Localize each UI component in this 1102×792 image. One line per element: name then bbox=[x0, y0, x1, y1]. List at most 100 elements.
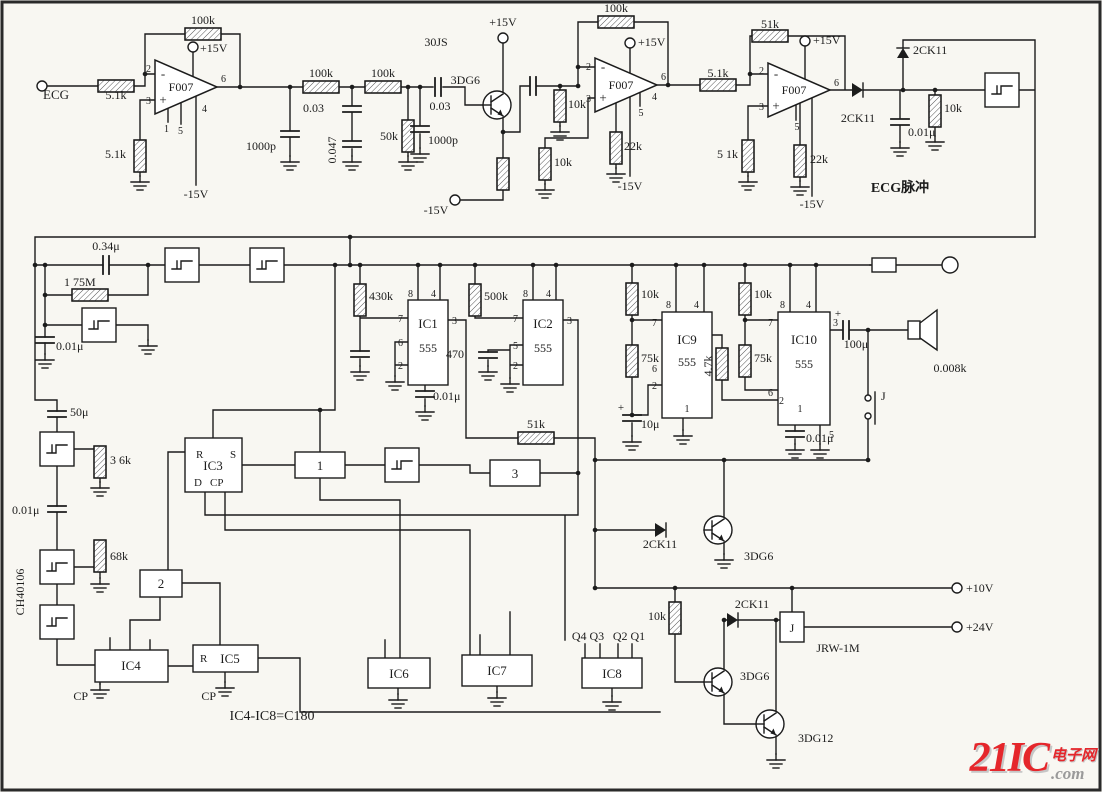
schematic-label: 22k bbox=[624, 139, 642, 153]
schematic-label: +15V bbox=[813, 33, 841, 47]
schematic-label: 2 bbox=[652, 381, 657, 392]
schematic-label: 555 bbox=[419, 341, 437, 355]
schematic-body: ECG5.1k100k+15V236F007-+1545.1k-15V100k1… bbox=[12, 1, 1036, 769]
resistor-10k-base bbox=[668, 601, 682, 635]
schematic-label: 2 bbox=[779, 396, 784, 407]
schematic-label: 7 bbox=[652, 318, 657, 329]
schematic-label: 51k bbox=[527, 417, 545, 431]
schematic-label: IC8 bbox=[602, 666, 622, 681]
capacitor-1000p-a bbox=[280, 130, 300, 138]
speaker bbox=[907, 308, 938, 352]
resistor-100k-feedback1 bbox=[184, 27, 222, 41]
schematic-label: 0.01μ bbox=[56, 339, 83, 353]
ic3-flipflop bbox=[184, 437, 243, 493]
capacitor-ic1-input bbox=[350, 350, 370, 358]
schematic-label: 7 bbox=[398, 314, 403, 325]
schematic-label: 75k bbox=[641, 351, 659, 365]
resistor-68k bbox=[93, 539, 107, 573]
schematic-label: 3 bbox=[512, 466, 519, 481]
schematic-label: 100μ bbox=[844, 337, 868, 351]
schematic-label: 1 75M bbox=[64, 275, 96, 289]
schematic-label: 2 bbox=[586, 62, 591, 73]
schematic-label: IC5 bbox=[220, 651, 240, 666]
schematic-label: +15V bbox=[638, 35, 666, 49]
capacitor-50u bbox=[47, 410, 67, 418]
schematic-label: 1 bbox=[317, 458, 324, 473]
schematic-label: 3DG6 bbox=[744, 549, 773, 563]
schematic-label: IC1 bbox=[418, 316, 438, 331]
schematic-label: 1000p bbox=[428, 133, 458, 147]
resistor-3.6k bbox=[93, 445, 107, 479]
schematic-label: 100k bbox=[309, 66, 333, 80]
schematic-label: 5 1k bbox=[717, 147, 738, 161]
schematic-label: R bbox=[196, 449, 204, 461]
schematic-label: 6 bbox=[834, 78, 839, 89]
schematic-label: 100k bbox=[191, 13, 215, 27]
ground bbox=[385, 375, 405, 391]
resistor-100k-filter1 bbox=[302, 80, 340, 94]
schematic-label: 51k bbox=[761, 17, 779, 31]
schematic-label: + bbox=[618, 402, 624, 414]
schematic-label: 10k bbox=[554, 155, 572, 169]
schematic-label: IC4 bbox=[121, 658, 141, 673]
schematic-label: IC7 bbox=[487, 663, 507, 678]
resistor-10k-ic10 bbox=[738, 282, 752, 316]
resistor-22k-b bbox=[793, 144, 807, 178]
schematic-label: + bbox=[772, 98, 779, 113]
watermark-cn-text: 电子网 bbox=[1050, 748, 1096, 764]
resistor-10k-b bbox=[538, 147, 552, 181]
ic4-counter bbox=[94, 649, 169, 683]
capacitor-0.01-chain bbox=[47, 505, 67, 513]
schematic-label: -15V bbox=[424, 203, 449, 217]
resistor-5.1k-gnd bbox=[133, 139, 147, 173]
schematic-label: 0.03 bbox=[303, 101, 324, 115]
diode-2ck11-1 bbox=[851, 82, 864, 98]
schematic-label: F007 bbox=[609, 78, 634, 92]
schematic-label: - bbox=[601, 59, 605, 74]
schematic-label: 8 bbox=[666, 300, 671, 311]
schematic-label: 4.7k bbox=[701, 356, 715, 377]
schematic-label: 5 bbox=[829, 430, 834, 441]
schematic-label: +10V bbox=[966, 581, 994, 595]
schematic-label: 6 bbox=[221, 74, 226, 85]
schematic-label: 10k bbox=[754, 287, 772, 301]
schematic-label: 10k bbox=[648, 609, 666, 623]
schematic-label: 3 bbox=[567, 316, 572, 327]
schematic-label: + bbox=[835, 308, 841, 320]
schematic-label: 2CK11 bbox=[841, 111, 875, 125]
schematic-label: 30JS bbox=[424, 35, 447, 49]
ground bbox=[487, 691, 507, 707]
resistor-5.1k-input3 bbox=[699, 78, 737, 92]
junction-dots bbox=[32, 64, 938, 623]
ground bbox=[714, 553, 734, 569]
schematic-label: S bbox=[230, 449, 236, 461]
schematic-label: J bbox=[881, 389, 886, 403]
wire-ic1-ic2 bbox=[359, 264, 953, 589]
wire-ic9-ic10 bbox=[631, 264, 943, 461]
schematic-label: 5 bbox=[795, 122, 800, 133]
divider-block-3 bbox=[489, 459, 541, 487]
watermark-brand: 21IC bbox=[969, 735, 1050, 781]
ground bbox=[342, 155, 362, 171]
ground bbox=[90, 481, 110, 497]
resistor-10k-out bbox=[928, 94, 942, 128]
schematic-label: F007 bbox=[782, 83, 807, 97]
components bbox=[35, 15, 1020, 769]
resistor-100k-feedback2 bbox=[597, 15, 635, 29]
ground bbox=[215, 681, 235, 697]
schematic-label: CP bbox=[201, 689, 216, 703]
schematic-label: + bbox=[599, 90, 606, 105]
schematic-label: 2 bbox=[146, 64, 151, 75]
schematic-label: 5.1k bbox=[106, 88, 127, 102]
capacitor-0.01-out bbox=[890, 118, 910, 126]
ic1-timer-555 bbox=[407, 299, 449, 386]
schematic-label: D bbox=[194, 477, 202, 489]
schematic-label: 3 bbox=[586, 94, 591, 105]
ground bbox=[602, 695, 622, 711]
ic8-counter bbox=[581, 657, 643, 689]
wire-stage1 bbox=[46, 33, 304, 186]
schematic-label: 430k bbox=[369, 289, 393, 303]
ground bbox=[35, 353, 55, 369]
ground bbox=[890, 141, 910, 157]
